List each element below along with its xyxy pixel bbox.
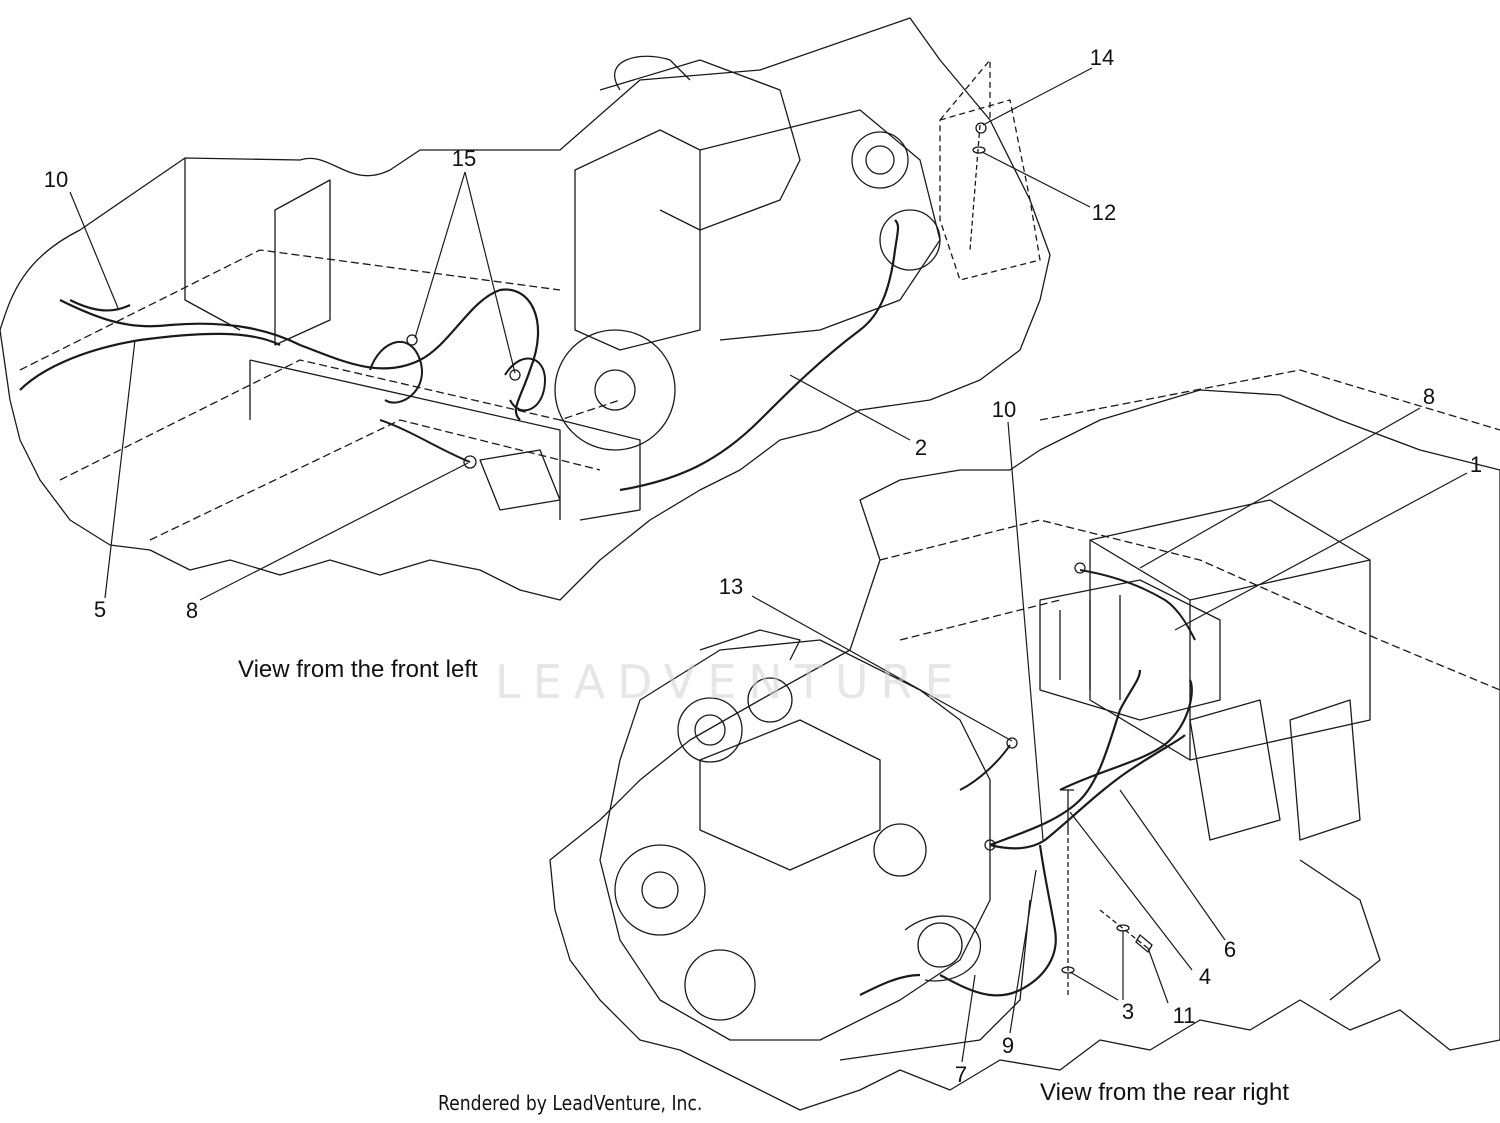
harness-branch-10 — [69, 299, 131, 312]
bolt-14 — [975, 122, 987, 134]
ground-strap — [479, 449, 561, 511]
turbo-housing — [851, 131, 909, 189]
bolt-4 — [1062, 789, 1074, 830]
engine-block — [574, 129, 701, 351]
callout-14: 14 — [1089, 45, 1115, 70]
filter-canister — [873, 823, 927, 877]
harness-branch-5 — [19, 332, 281, 391]
turbo-rear-2 — [747, 677, 793, 723]
terminal-rear-13 — [1006, 737, 1018, 749]
pulley-rear-inner — [641, 871, 679, 909]
callout-10-rear: 10 — [991, 397, 1017, 422]
terminal-15a — [406, 334, 418, 346]
relay-detail — [1059, 595, 1121, 700]
callout-15: 15 — [451, 146, 477, 171]
cable-rear-8 — [1079, 569, 1196, 641]
callout-1: 1 — [1469, 452, 1483, 477]
callout-9: 9 — [1001, 1033, 1015, 1058]
callout-4: 4 — [1198, 964, 1212, 989]
pulley-rear-2 — [684, 949, 756, 1021]
relay-block — [1039, 579, 1221, 721]
frame-outline-rear — [549, 389, 1500, 1111]
engine-frame-lower — [839, 899, 1031, 1061]
turbo-rear — [677, 697, 743, 763]
rear-right-view — [549, 369, 1500, 1111]
harness-loop-2 — [504, 357, 546, 412]
callout-13: 13 — [718, 574, 744, 599]
render-credit: Rendered by LeadVenture, Inc. — [438, 1091, 703, 1115]
floor-panel-edge-2 — [59, 359, 621, 481]
pulley-rear — [614, 844, 706, 936]
callout-3: 3 — [1121, 999, 1135, 1024]
lift-bar — [699, 629, 801, 661]
mount-bracket — [559, 419, 641, 521]
harness-main — [59, 288, 540, 421]
flywheel-hub — [594, 369, 636, 411]
exhaust-outlet — [917, 922, 963, 968]
engine-cover — [599, 59, 801, 231]
frame-rear-lower — [1299, 859, 1381, 1001]
harness-loop — [369, 340, 423, 404]
floor-rail — [249, 359, 561, 520]
frame-outline-front — [0, 17, 1051, 601]
washer-12 — [972, 146, 986, 154]
engine-intake — [613, 55, 691, 91]
callout-5: 5 — [93, 597, 107, 622]
frame-rail-rear — [879, 519, 1500, 691]
engine-block-rear — [599, 639, 991, 1041]
terminal-8 — [463, 455, 477, 469]
caption-rear-right: View from the rear right — [1040, 1079, 1289, 1106]
front-left-view — [0, 17, 1051, 601]
turbo-rear-inner — [694, 714, 726, 746]
flywheel — [554, 329, 676, 451]
callout-7: 7 — [954, 1062, 968, 1087]
pulley — [879, 209, 941, 271]
callout-8-rear: 8 — [1422, 384, 1436, 409]
exhaust-pipe — [904, 915, 981, 982]
terminal-rear-8 — [1074, 562, 1086, 574]
battery-box — [1089, 499, 1371, 761]
cable-rear-13 — [959, 744, 1011, 791]
callout-12: 12 — [1091, 200, 1117, 225]
callout-11: 11 — [1172, 1003, 1196, 1028]
frame-rail-rear-2 — [899, 599, 1061, 641]
battery-box-top — [1089, 539, 1371, 601]
bulkhead-plate-2 — [184, 158, 241, 331]
turbo-housing-inner — [865, 145, 895, 175]
harness-rear-main — [989, 669, 1142, 847]
mount-plate — [1189, 699, 1281, 841]
harness-rear-6 — [1059, 679, 1193, 791]
leader-lines — [69, 67, 1468, 1063]
callout-8-front: 8 — [185, 598, 199, 623]
harness-rear-branch — [989, 734, 1186, 850]
fastener-14-axis — [969, 124, 981, 251]
fastener-axis-rear — [1067, 830, 1151, 995]
caption-front-left: View from the front left — [238, 656, 478, 683]
cable-8 — [379, 419, 471, 463]
mount-plate-2 — [1289, 699, 1361, 841]
harness-rear-7 — [859, 973, 921, 996]
bolt-11 — [1135, 934, 1153, 953]
terminal-15b — [509, 369, 521, 381]
bulkhead-plate — [274, 179, 331, 346]
engine-valve-cover — [699, 719, 881, 871]
callout-10-front: 10 — [43, 167, 69, 192]
cable-2 — [619, 219, 900, 492]
harness-rear-down — [939, 844, 1057, 997]
floor-panel-edge-3 — [149, 419, 601, 541]
battery-lid — [1039, 369, 1500, 431]
radiator-frame — [939, 99, 1041, 281]
floor-panel-edge — [19, 249, 561, 371]
callout-6: 6 — [1223, 937, 1237, 962]
callout-2: 2 — [914, 435, 928, 460]
terminal-rear-10 — [984, 839, 996, 851]
